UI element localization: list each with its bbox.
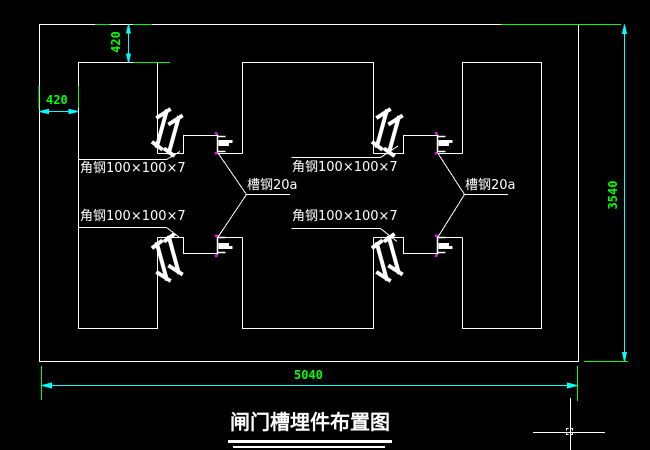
channel-steel-symbols	[215, 132, 453, 257]
outer-boundary	[39, 24, 579, 362]
angle-steel-symbols	[150, 107, 404, 283]
leader-channel-left	[217, 152, 290, 238]
node-marker	[215, 254, 218, 257]
right-pier	[462, 62, 542, 329]
label-angle-steel-bottom-left: 角钢100×100×7	[80, 209, 186, 224]
channel-steel-symbol	[215, 234, 233, 257]
leader-angle-top-middle	[291, 145, 399, 158]
dim-text-top-420: 420	[109, 31, 123, 53]
angle-steel-symbol	[150, 232, 184, 283]
channel-steel-symbol	[435, 132, 453, 155]
gate-slot-left-top-notch	[157, 135, 243, 154]
channel-steel-symbol	[215, 132, 233, 155]
pickbox-icon	[566, 428, 573, 435]
node-marker	[435, 132, 438, 135]
label-channel-steel-left: 槽钢20a	[247, 178, 298, 193]
node-marker	[215, 234, 218, 237]
label-channel-steel-right: 槽钢20a	[465, 178, 516, 193]
node-marker	[435, 152, 438, 155]
gate-slot-right-top-notch	[373, 135, 463, 154]
channel-steel-symbol	[435, 234, 453, 257]
dim-text-left-420: 420	[46, 93, 68, 107]
dim-text-3540: 3540	[606, 180, 620, 210]
label-angle-steel-top-middle: 角钢100×100×7	[292, 160, 398, 175]
extension-lines	[38, 24, 628, 401]
angle-steel-symbol	[150, 107, 184, 158]
label-angle-steel-top-left: 角钢100×100×7	[80, 161, 186, 176]
label-angle-steel-bottom-middle: 角钢100×100×7	[292, 209, 398, 224]
title-underline-thin	[233, 446, 385, 448]
node-marker	[435, 254, 438, 257]
angle-steel-symbol	[370, 107, 404, 158]
leader-angle-top-left	[78, 151, 181, 160]
node-marker	[215, 152, 218, 155]
left-pier	[78, 62, 158, 329]
title-underline-thick	[228, 440, 392, 443]
dim-text-5040: 5040	[294, 368, 323, 382]
crosshair-horizontal	[533, 432, 605, 433]
drawing-title: 闸门槽埋件布置图	[230, 410, 390, 434]
leader-angle-bottom-left	[78, 227, 180, 238]
node-marker	[435, 234, 438, 237]
leader-channel-right	[437, 153, 508, 238]
dimension-lines	[39, 24, 628, 389]
node-marker	[215, 132, 218, 135]
crosshair-vertical	[570, 398, 571, 450]
angle-steel-symbol	[370, 232, 404, 283]
middle-pier	[242, 62, 374, 329]
